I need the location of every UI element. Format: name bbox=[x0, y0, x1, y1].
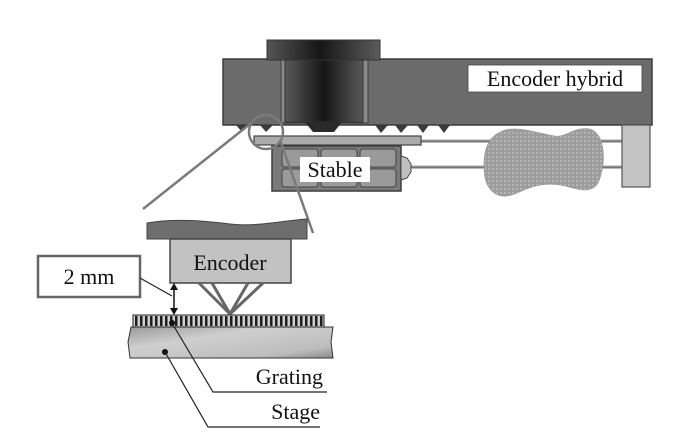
grating-line bbox=[190, 316, 193, 326]
grating-line bbox=[205, 316, 208, 326]
grating-line bbox=[180, 316, 183, 326]
sensor-teeth bbox=[236, 125, 450, 133]
gap-label: 2 mm bbox=[64, 264, 115, 289]
lens-cap bbox=[266, 39, 381, 61]
grating-line bbox=[220, 316, 223, 326]
tooth bbox=[260, 125, 273, 132]
grating-line bbox=[240, 316, 243, 326]
hybrid-assembly: Encoder hybrid Stable bbox=[222, 39, 653, 197]
stable-label: Stable bbox=[308, 157, 363, 182]
disturbance-blob bbox=[483, 128, 604, 197]
stable-label-box bbox=[300, 157, 370, 182]
tooth bbox=[375, 125, 388, 133]
grating-line bbox=[245, 316, 248, 326]
grating-line bbox=[160, 316, 163, 326]
grating-line bbox=[320, 316, 323, 326]
grating-line bbox=[300, 316, 303, 326]
magnifier-line-left bbox=[142, 123, 251, 210]
magnifier-line-right bbox=[278, 139, 315, 234]
grating-line bbox=[225, 316, 228, 326]
grating-line bbox=[310, 316, 313, 326]
grating-line bbox=[150, 316, 153, 326]
grating-line bbox=[250, 316, 253, 326]
grating-line bbox=[270, 316, 273, 326]
support-post bbox=[621, 124, 651, 188]
lens-column bbox=[284, 59, 364, 123]
lens-tip bbox=[305, 122, 342, 132]
magnifier-callout bbox=[142, 113, 315, 234]
grating-line bbox=[165, 316, 168, 326]
grating-line bbox=[235, 316, 238, 326]
grating-line bbox=[155, 316, 158, 326]
grating-line bbox=[230, 316, 233, 326]
grating-line bbox=[265, 316, 268, 326]
encoder-hybrid-label: Encoder hybrid bbox=[487, 66, 623, 91]
grating-line bbox=[145, 316, 148, 326]
beam bbox=[228, 281, 265, 316]
optical-beams bbox=[197, 281, 265, 316]
grating-leader bbox=[171, 322, 327, 393]
grating-line bbox=[305, 316, 308, 326]
gap-label-box bbox=[36, 254, 142, 299]
grating-line bbox=[315, 316, 318, 326]
grating-line bbox=[195, 316, 198, 326]
grating-line bbox=[290, 316, 293, 326]
stable-plate bbox=[253, 135, 422, 146]
magnifier-circle bbox=[247, 113, 285, 151]
stage bbox=[127, 326, 334, 359]
gap-arrow-head-down bbox=[170, 308, 178, 315]
beam bbox=[228, 282, 250, 315]
mount-plate bbox=[146, 218, 308, 240]
beam bbox=[197, 281, 232, 316]
grating-line bbox=[140, 316, 143, 326]
grating-line bbox=[285, 316, 288, 326]
stage-label: Stage bbox=[271, 399, 320, 424]
tooth bbox=[417, 125, 429, 133]
gap-arrow-head-up bbox=[170, 283, 178, 290]
grating-line bbox=[185, 316, 188, 326]
grating-line bbox=[175, 316, 178, 326]
grating-line bbox=[255, 316, 258, 326]
grating-line bbox=[200, 316, 203, 326]
stage-leader bbox=[164, 351, 320, 428]
gap-leader bbox=[139, 277, 173, 297]
grating-line bbox=[215, 316, 218, 326]
tooth bbox=[438, 125, 450, 133]
gap-arrow bbox=[170, 283, 178, 315]
grating-line bbox=[210, 316, 213, 326]
encoder-detail: Encoder 2 mm Grating Stage bbox=[36, 218, 334, 428]
grating-line bbox=[295, 316, 298, 326]
beam bbox=[210, 282, 232, 315]
tooth bbox=[395, 125, 408, 133]
grating-line bbox=[280, 316, 283, 326]
stable-nose bbox=[400, 155, 412, 181]
encoder-label: Encoder bbox=[193, 250, 267, 275]
encoder-hybrid-label-box bbox=[467, 64, 643, 93]
grating-line bbox=[135, 316, 138, 326]
grating-line bbox=[260, 316, 263, 326]
grating-line bbox=[275, 316, 278, 326]
grating-lines bbox=[135, 316, 323, 326]
encoder-box bbox=[169, 238, 292, 284]
grating-label: Grating bbox=[256, 364, 323, 389]
